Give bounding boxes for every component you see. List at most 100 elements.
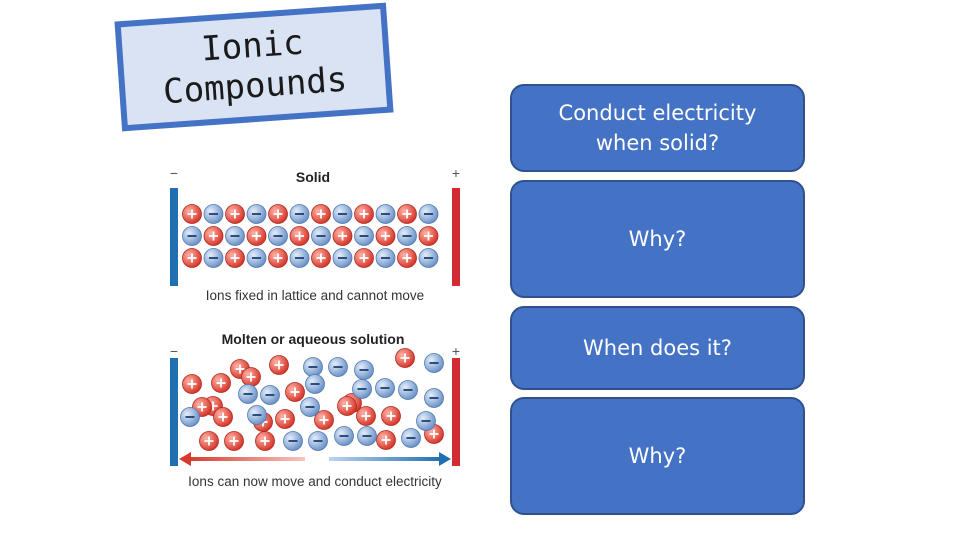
question-card-label: When does it? bbox=[583, 336, 732, 360]
solid-plus-sign: + bbox=[452, 165, 460, 181]
diagram: Solid − + Ions fixed in lattice and cann… bbox=[163, 160, 473, 495]
cation-ion bbox=[311, 204, 331, 224]
question-card-why-1[interactable]: Why? bbox=[510, 180, 805, 298]
cation-ion bbox=[311, 248, 331, 268]
molten-minus-sign: − bbox=[170, 343, 178, 359]
cation-ion bbox=[354, 248, 374, 268]
anion-ion bbox=[354, 360, 374, 380]
question-card-why-2[interactable]: Why? bbox=[510, 397, 805, 515]
anion-ion bbox=[334, 426, 354, 446]
cation-ion bbox=[314, 410, 334, 430]
cation-arrow-shaft bbox=[187, 457, 305, 461]
anion-ion bbox=[203, 204, 224, 224]
ionic-diagram-svg: Solid − + Ions fixed in lattice and cann… bbox=[170, 165, 460, 489]
molten-positive-electrode bbox=[452, 358, 460, 466]
cation-ion bbox=[337, 396, 357, 416]
cation-ion bbox=[211, 373, 231, 393]
cation-ion bbox=[246, 226, 267, 246]
cation-ion bbox=[354, 204, 374, 224]
cation-ion bbox=[397, 248, 417, 268]
solid-caption: Ions fixed in lattice and cannot move bbox=[206, 288, 424, 303]
cation-ion bbox=[225, 204, 245, 224]
anion-ion bbox=[308, 431, 328, 451]
anion-ion bbox=[268, 226, 288, 246]
cation-ion bbox=[381, 406, 401, 426]
anion-ion bbox=[305, 374, 325, 394]
anion-ion bbox=[247, 405, 267, 425]
anion-ion bbox=[246, 248, 267, 268]
molten-plus-sign: + bbox=[452, 343, 460, 359]
cation-ion bbox=[182, 374, 202, 394]
cation-ion bbox=[199, 431, 219, 451]
anion-ion bbox=[328, 357, 348, 377]
anion-ion bbox=[246, 204, 267, 224]
anion-ion bbox=[416, 411, 436, 431]
cation-ion bbox=[332, 226, 353, 246]
anion-ion bbox=[300, 397, 320, 417]
question-card-solid[interactable]: Conduct electricity when solid? bbox=[510, 84, 805, 172]
solid-minus-sign: − bbox=[170, 165, 178, 181]
anion-ion bbox=[311, 226, 331, 246]
cation-ion bbox=[213, 407, 233, 427]
anion-ion bbox=[180, 407, 200, 427]
anion-ion bbox=[357, 426, 377, 446]
molten-caption: Ions can now move and conduct electricit… bbox=[188, 474, 442, 489]
cation-ion bbox=[356, 406, 376, 426]
question-card-when[interactable]: When does it? bbox=[510, 306, 805, 390]
anion-arrow-head bbox=[439, 452, 451, 466]
anion-ion bbox=[401, 428, 421, 448]
anion-ion bbox=[182, 226, 202, 246]
anion-ion bbox=[283, 431, 303, 451]
anion-ion bbox=[260, 385, 280, 405]
anion-ion bbox=[238, 384, 258, 404]
question-card-label: Why? bbox=[628, 444, 687, 468]
anion-ion bbox=[418, 204, 439, 224]
cation-ion bbox=[224, 431, 244, 451]
anion-ion bbox=[375, 378, 395, 398]
cation-ion bbox=[418, 226, 439, 246]
anion-ion bbox=[398, 380, 418, 400]
cation-ion bbox=[182, 204, 202, 224]
cation-ion bbox=[269, 355, 289, 375]
solid-positive-electrode bbox=[452, 188, 460, 286]
anion-ion bbox=[225, 226, 245, 246]
anion-arrow-shaft bbox=[329, 457, 443, 461]
anion-ion bbox=[289, 248, 310, 268]
cation-ion bbox=[268, 204, 288, 224]
slide-title: Ionic Compounds bbox=[114, 5, 393, 134]
anion-ion bbox=[354, 226, 374, 246]
question-card-label: Why? bbox=[628, 227, 687, 251]
molten-title: Molten or aqueous solution bbox=[222, 331, 405, 347]
anion-ion bbox=[203, 248, 224, 268]
molten-ions bbox=[180, 348, 444, 451]
question-card-label: Conduct electricity when solid? bbox=[558, 101, 757, 155]
cation-ion bbox=[268, 248, 288, 268]
cation-ion bbox=[289, 226, 310, 246]
cation-ion bbox=[395, 348, 415, 368]
anion-ion bbox=[375, 248, 396, 268]
cation-ion bbox=[397, 204, 417, 224]
anion-ion bbox=[352, 379, 372, 399]
cation-ion bbox=[203, 226, 224, 246]
cation-ion bbox=[225, 248, 245, 268]
cation-ion bbox=[241, 367, 261, 387]
cation-ion bbox=[275, 409, 295, 429]
cation-ion bbox=[376, 430, 396, 450]
anion-ion bbox=[397, 226, 417, 246]
anion-ion bbox=[424, 388, 444, 408]
molten-negative-electrode bbox=[170, 358, 178, 466]
anion-ion bbox=[332, 204, 353, 224]
cation-ion bbox=[255, 431, 275, 451]
anion-ion bbox=[289, 204, 310, 224]
cation-ion bbox=[182, 248, 202, 268]
cation-arrow-head bbox=[179, 452, 191, 466]
solid-title: Solid bbox=[296, 169, 330, 185]
cation-ion bbox=[375, 226, 396, 246]
anion-ion bbox=[332, 248, 353, 268]
cation-ion bbox=[285, 382, 305, 402]
anion-ion bbox=[424, 353, 444, 373]
anion-ion bbox=[375, 204, 396, 224]
solid-negative-electrode bbox=[170, 188, 178, 286]
anion-ion bbox=[303, 357, 323, 377]
anion-ion bbox=[418, 248, 439, 268]
